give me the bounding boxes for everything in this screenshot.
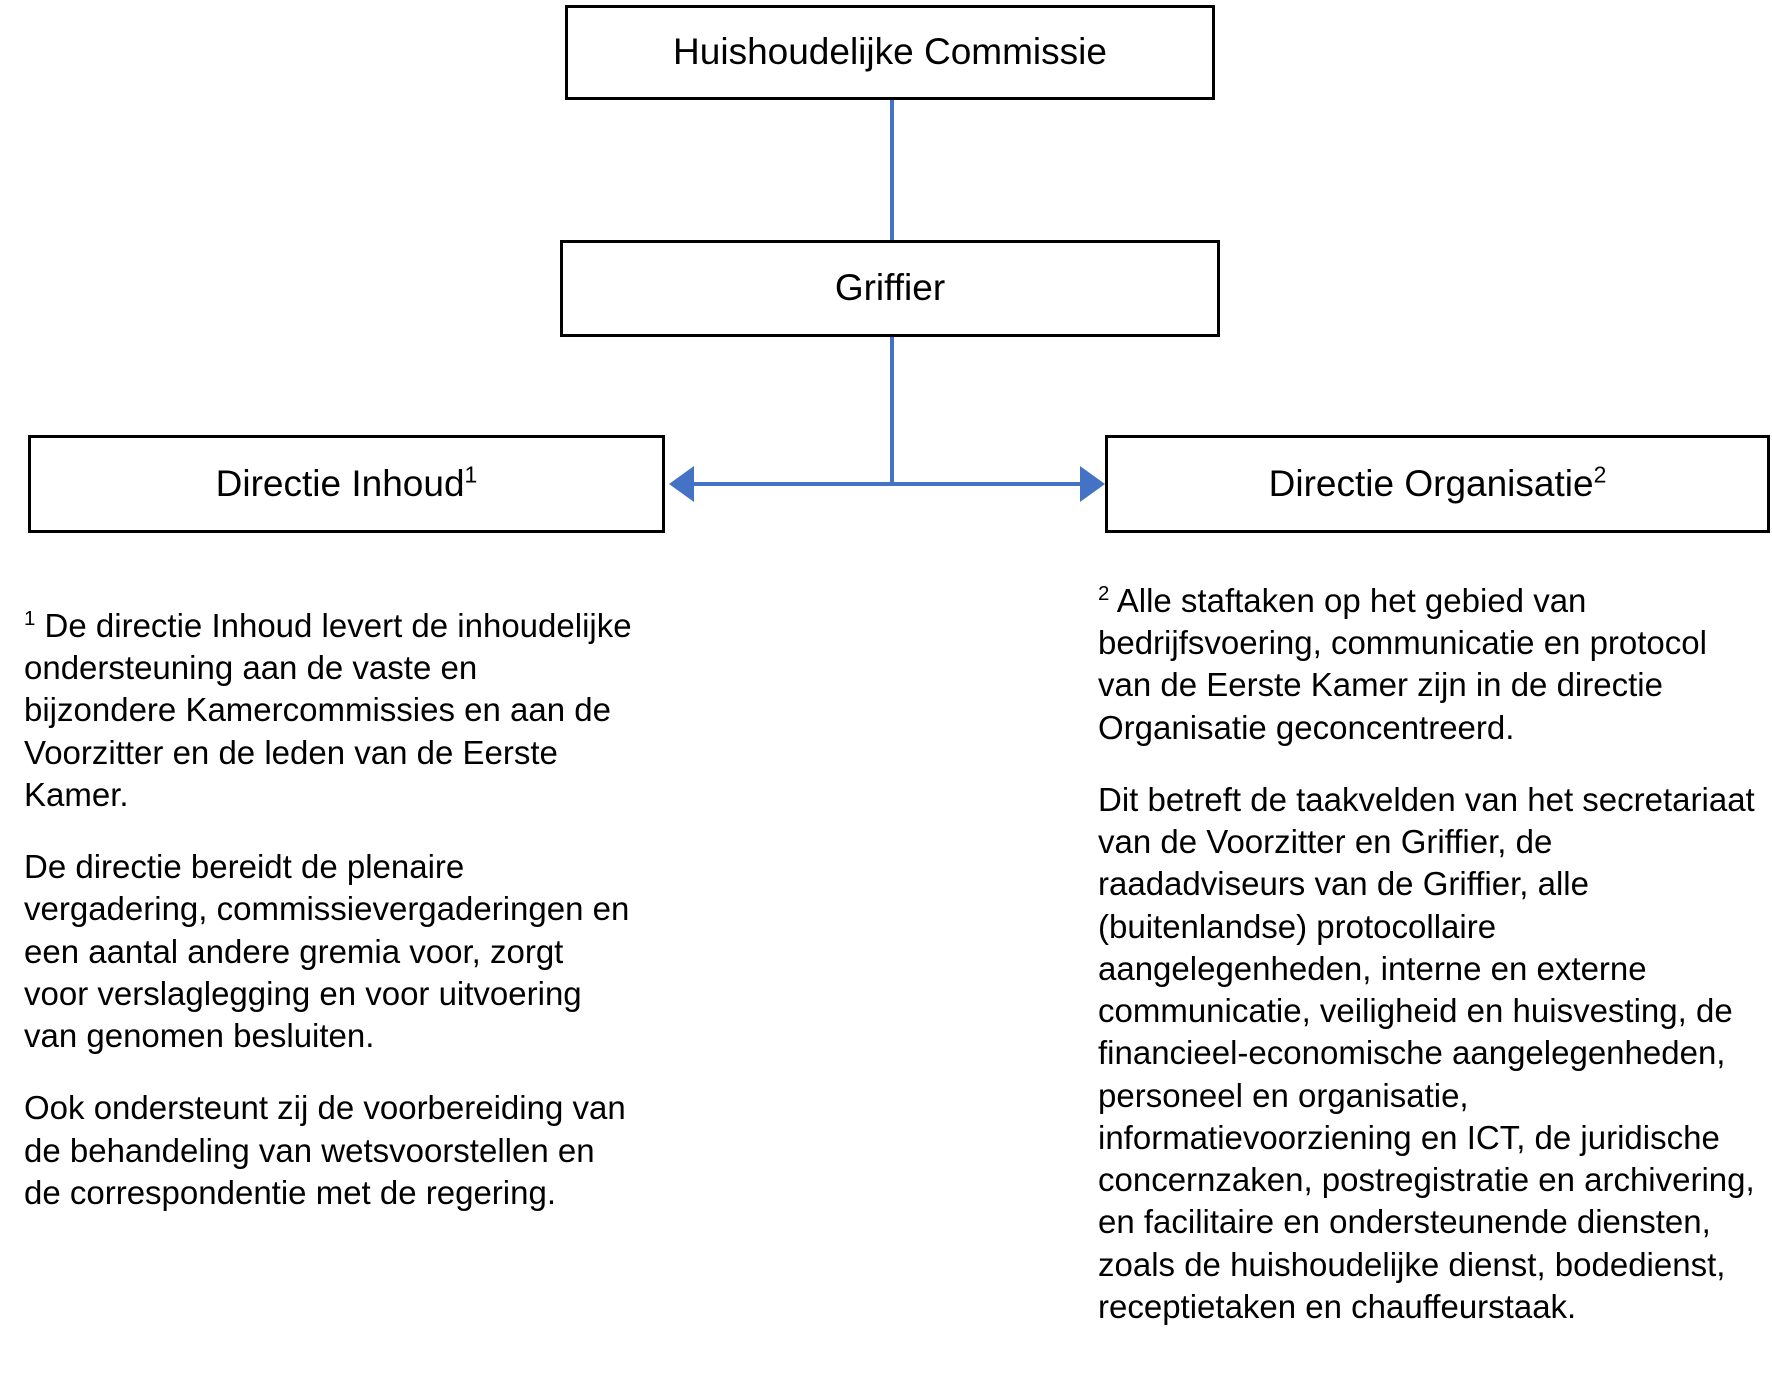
org-node-label-text: Directie Organisatie xyxy=(1268,462,1594,504)
org-node-footnote-marker: 1 xyxy=(464,461,478,488)
connector-directie-bidirectional-line xyxy=(686,482,1086,486)
footnote-text: Alle staftaken op het gebied van bedrijf… xyxy=(1098,582,1707,746)
connector-commissie-to-griffier xyxy=(890,100,894,241)
org-node-griffier[interactable]: Griffier xyxy=(560,240,1220,337)
footnote-text: De directie Inhoud levert de inhoudelijk… xyxy=(24,607,632,813)
footnote-paragraph: 1 De directie Inhoud levert de inhoudeli… xyxy=(24,605,634,816)
org-node-label: Directie Organisatie2 xyxy=(1268,461,1607,505)
org-node-label: Huishoudelijke Commissie xyxy=(673,31,1107,73)
footnote-paragraph: De directie bereidt de plenaire vergader… xyxy=(24,846,634,1057)
org-node-label-text: Directie Inhoud xyxy=(215,462,465,504)
footnote-paragraph: 2 Alle staftaken op het gebied van bedri… xyxy=(1098,580,1758,749)
org-node-directie-inhoud[interactable]: Directie Inhoud1 xyxy=(28,435,665,533)
footnote-text: Dit betreft de taakvelden van het secret… xyxy=(1098,780,1755,1325)
arrow-left-icon xyxy=(669,466,694,502)
footnote-paragraph: Dit betreft de taakvelden van het secret… xyxy=(1098,779,1758,1328)
org-node-huishoudelijke-commissie[interactable]: Huishoudelijke Commissie xyxy=(565,5,1215,100)
footnote-marker: 1 xyxy=(24,607,36,630)
org-node-label-text: Huishoudelijke Commissie xyxy=(673,31,1107,73)
connector-griffier-to-directies xyxy=(890,337,894,484)
footnote-marker: 2 xyxy=(1098,582,1110,605)
footnote-column-right: 2 Alle staftaken op het gebied van bedri… xyxy=(1098,580,1758,1328)
org-node-footnote-marker: 2 xyxy=(1593,461,1607,488)
org-node-label: Directie Inhoud1 xyxy=(215,461,478,505)
footnote-paragraph: Ook ondersteunt zij de voorbereiding van… xyxy=(24,1087,634,1214)
org-node-label: Griffier xyxy=(834,267,946,309)
footnote-column-left: 1 De directie Inhoud levert de inhoudeli… xyxy=(24,605,634,1214)
footnote-text: Ook ondersteunt zij de voorbereiding van… xyxy=(24,1089,626,1211)
arrow-right-icon xyxy=(1080,466,1105,502)
org-node-directie-organisatie[interactable]: Directie Organisatie2 xyxy=(1105,435,1770,533)
org-node-label-text: Griffier xyxy=(834,267,946,309)
footnote-text: De directie bereidt de plenaire vergader… xyxy=(24,848,630,1055)
